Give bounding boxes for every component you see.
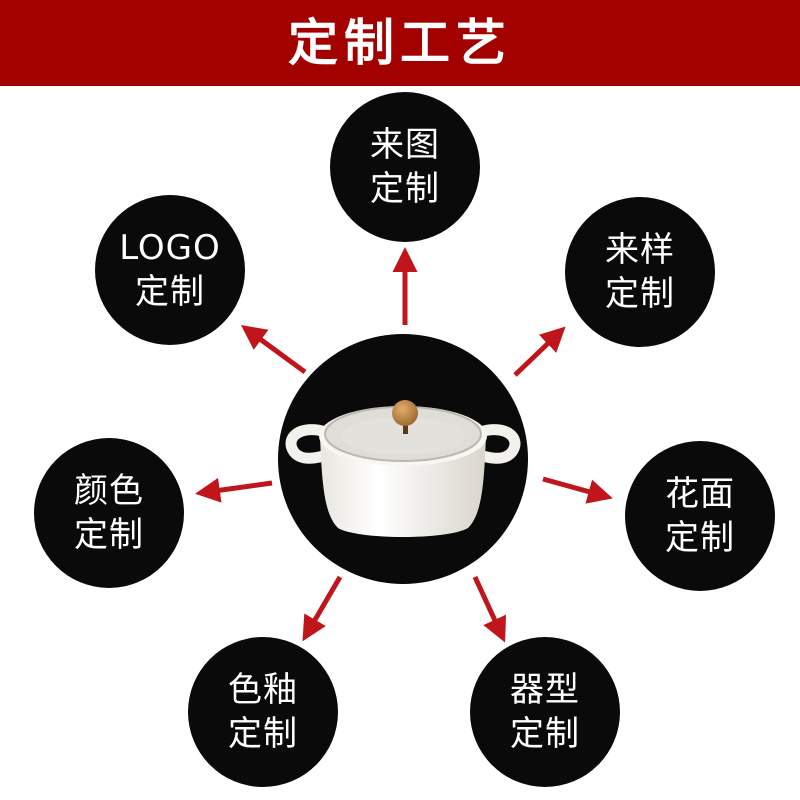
node-label-2: 定制	[605, 274, 675, 314]
center-circle	[278, 334, 528, 584]
arrow-to-yanse	[195, 477, 273, 503]
node-label-1: 器型	[510, 670, 580, 710]
node-label-2: 定制	[228, 714, 298, 754]
title-banner	[0, 0, 800, 86]
node-huamian: 花面 定制	[625, 441, 775, 591]
node-label-2: 定制	[135, 272, 205, 312]
node-qixing: 器型 定制	[470, 637, 620, 787]
arrow-to-qixing	[472, 575, 507, 643]
node-label-1: 花面	[665, 474, 735, 514]
node-label-2: 定制	[510, 714, 580, 754]
node-laitu: 来图 定制	[330, 92, 480, 242]
node-logo: LOGO 定制	[95, 195, 245, 345]
arrow-to-logo	[240, 325, 307, 375]
arrow-to-seyou	[302, 575, 343, 642]
node-label-1: 来图	[370, 125, 440, 165]
node-laiyang: 来样 定制	[565, 197, 715, 347]
node-label-1: 色釉	[228, 670, 298, 710]
node-label-1: 颜色	[74, 471, 144, 511]
node-label-1: LOGO	[119, 228, 221, 268]
page-title: 定制工艺	[288, 14, 512, 72]
node-seyou: 色釉 定制	[188, 637, 338, 787]
node-label-1: 来样	[605, 230, 675, 270]
node-label-2: 定制	[74, 515, 144, 555]
node-yanse: 颜色 定制	[34, 438, 184, 588]
node-label-2: 定制	[665, 518, 735, 558]
arrow-to-huamian	[542, 476, 613, 504]
arrow-to-laiyang	[513, 326, 566, 377]
ceramic-pot-image	[285, 400, 521, 537]
node-label-2: 定制	[370, 169, 440, 209]
